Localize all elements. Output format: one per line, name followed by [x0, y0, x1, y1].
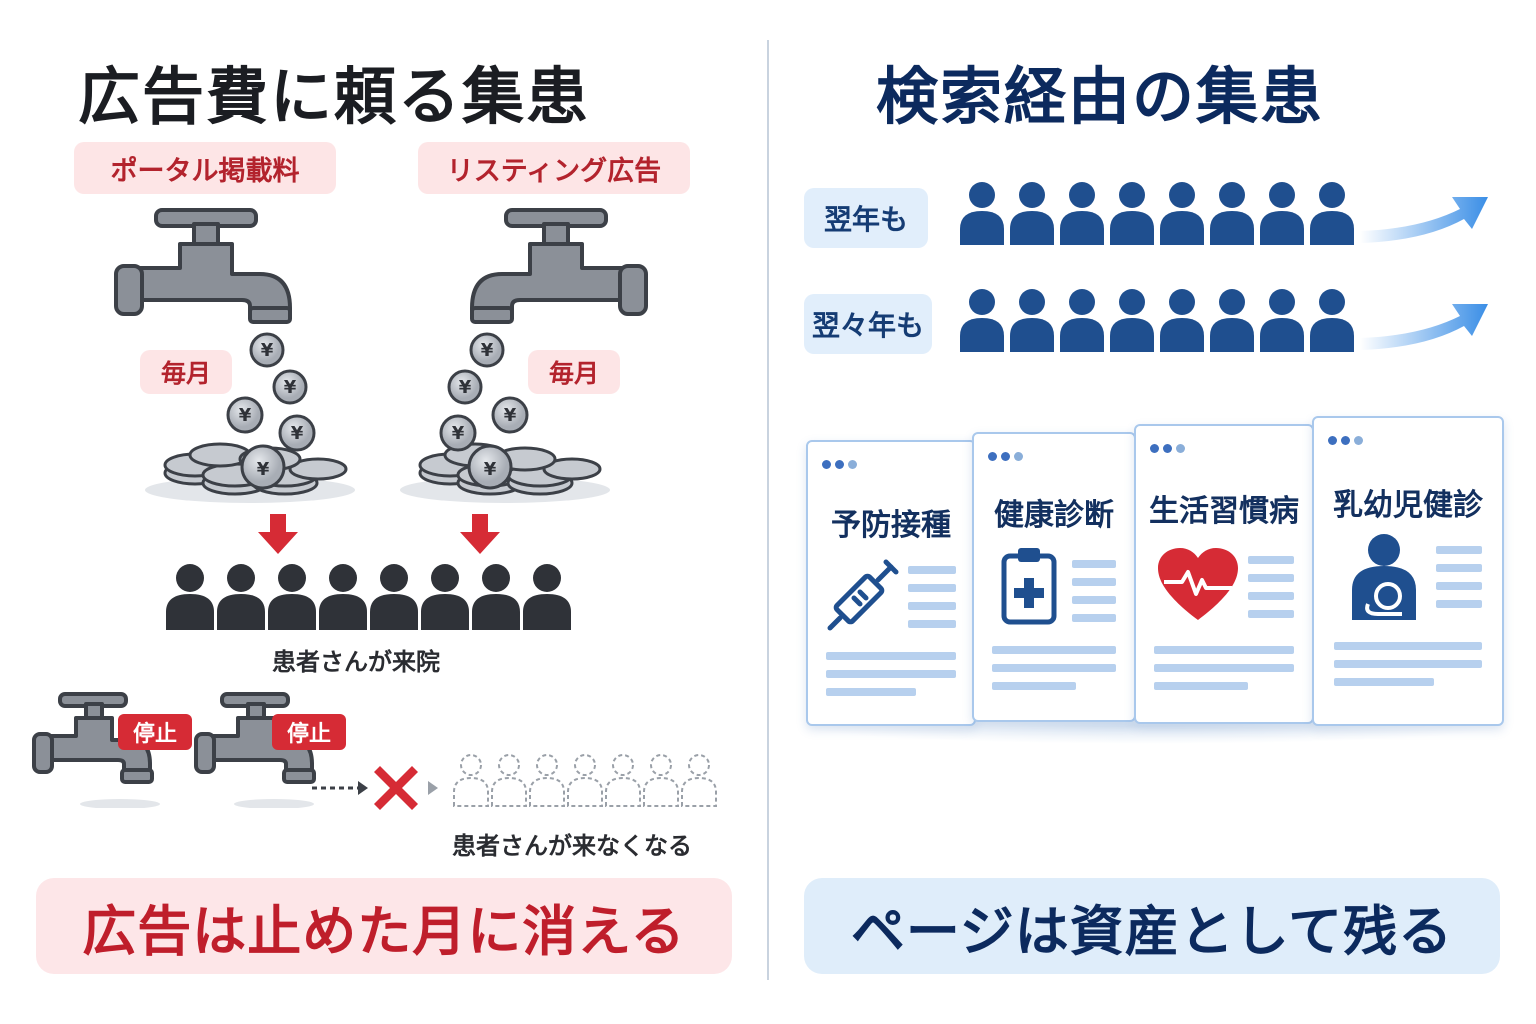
- yen-symbol: ¥: [261, 340, 274, 361]
- patient-visit-caption: 患者さんが来院: [272, 648, 440, 676]
- year-after-next-label: 翌々年も: [804, 294, 932, 354]
- faucet-icon: [470, 208, 648, 324]
- card-title: 生活習慣病: [1149, 494, 1299, 529]
- heart-pulse-icon: [1158, 548, 1238, 620]
- syringe-icon: [827, 559, 899, 631]
- coin-piles: ¥ ¥ ¥ ¥ ¥ ¥ ¥ ¥ ¥ ¥: [145, 332, 610, 503]
- yen-symbol: ¥: [481, 340, 494, 361]
- cross-icon: [374, 766, 418, 810]
- next-year-label: 翌年も: [804, 188, 928, 248]
- down-arrow-icon: [258, 514, 298, 554]
- right-conclusion-banner: ページは資産として残る: [804, 878, 1500, 974]
- clipboard-cross-icon: [1001, 548, 1057, 625]
- monthly-badge: 毎月: [140, 350, 232, 394]
- stop-badge: 停止: [272, 714, 346, 750]
- yen-symbol: ¥: [484, 459, 497, 480]
- page-card-infant-checkup: 乳幼児健診: [1312, 416, 1504, 726]
- parent-baby-icon: [1352, 534, 1416, 620]
- window-dots: [988, 446, 1027, 465]
- yen-symbol: ¥: [452, 423, 465, 444]
- page-card-vaccination: 予防接種: [806, 440, 976, 726]
- yen-symbol: ¥: [459, 377, 472, 398]
- window-dots: [1150, 438, 1189, 457]
- card-title: 乳幼児健診: [1333, 488, 1483, 523]
- card-title: 予防接種: [831, 508, 951, 543]
- yen-symbol: ¥: [291, 423, 304, 444]
- listing-ad-label: リスティング広告: [418, 142, 690, 194]
- dotted-arrow-icon: [312, 781, 438, 795]
- patients-row-year-after-next: [960, 289, 1488, 352]
- patients-row-next-year: [960, 182, 1488, 245]
- yen-symbol: ¥: [504, 405, 517, 426]
- left-title: 広告費に頼る集患: [78, 60, 591, 133]
- monthly-badge: 毎月: [528, 350, 620, 394]
- yen-symbol: ¥: [239, 405, 252, 426]
- right-title: 検索経由の集患: [876, 60, 1325, 133]
- portal-fee-label: ポータル掲載料: [74, 142, 336, 194]
- page-card-health-checkup: 健康診断: [972, 432, 1136, 722]
- yen-symbol: ¥: [257, 459, 270, 480]
- yen-symbol: ¥: [284, 377, 297, 398]
- window-dots: [822, 454, 861, 473]
- window-dots: [1328, 430, 1367, 449]
- patients-row: [166, 564, 571, 630]
- absent-patients-row: [453, 754, 717, 807]
- card-title: 健康診断: [994, 498, 1114, 533]
- stop-badge: 停止: [118, 714, 192, 750]
- center-divider: [767, 40, 769, 980]
- patients-gone-caption: 患者さんが来なくなる: [452, 832, 692, 860]
- down-arrow-icon: [460, 514, 500, 554]
- faucet-icon: [114, 208, 292, 324]
- left-conclusion-banner: 広告は止めた月に消える: [36, 878, 732, 974]
- faucet-icon: [194, 692, 316, 808]
- page-card-lifestyle-disease: 生活習慣病: [1134, 424, 1314, 724]
